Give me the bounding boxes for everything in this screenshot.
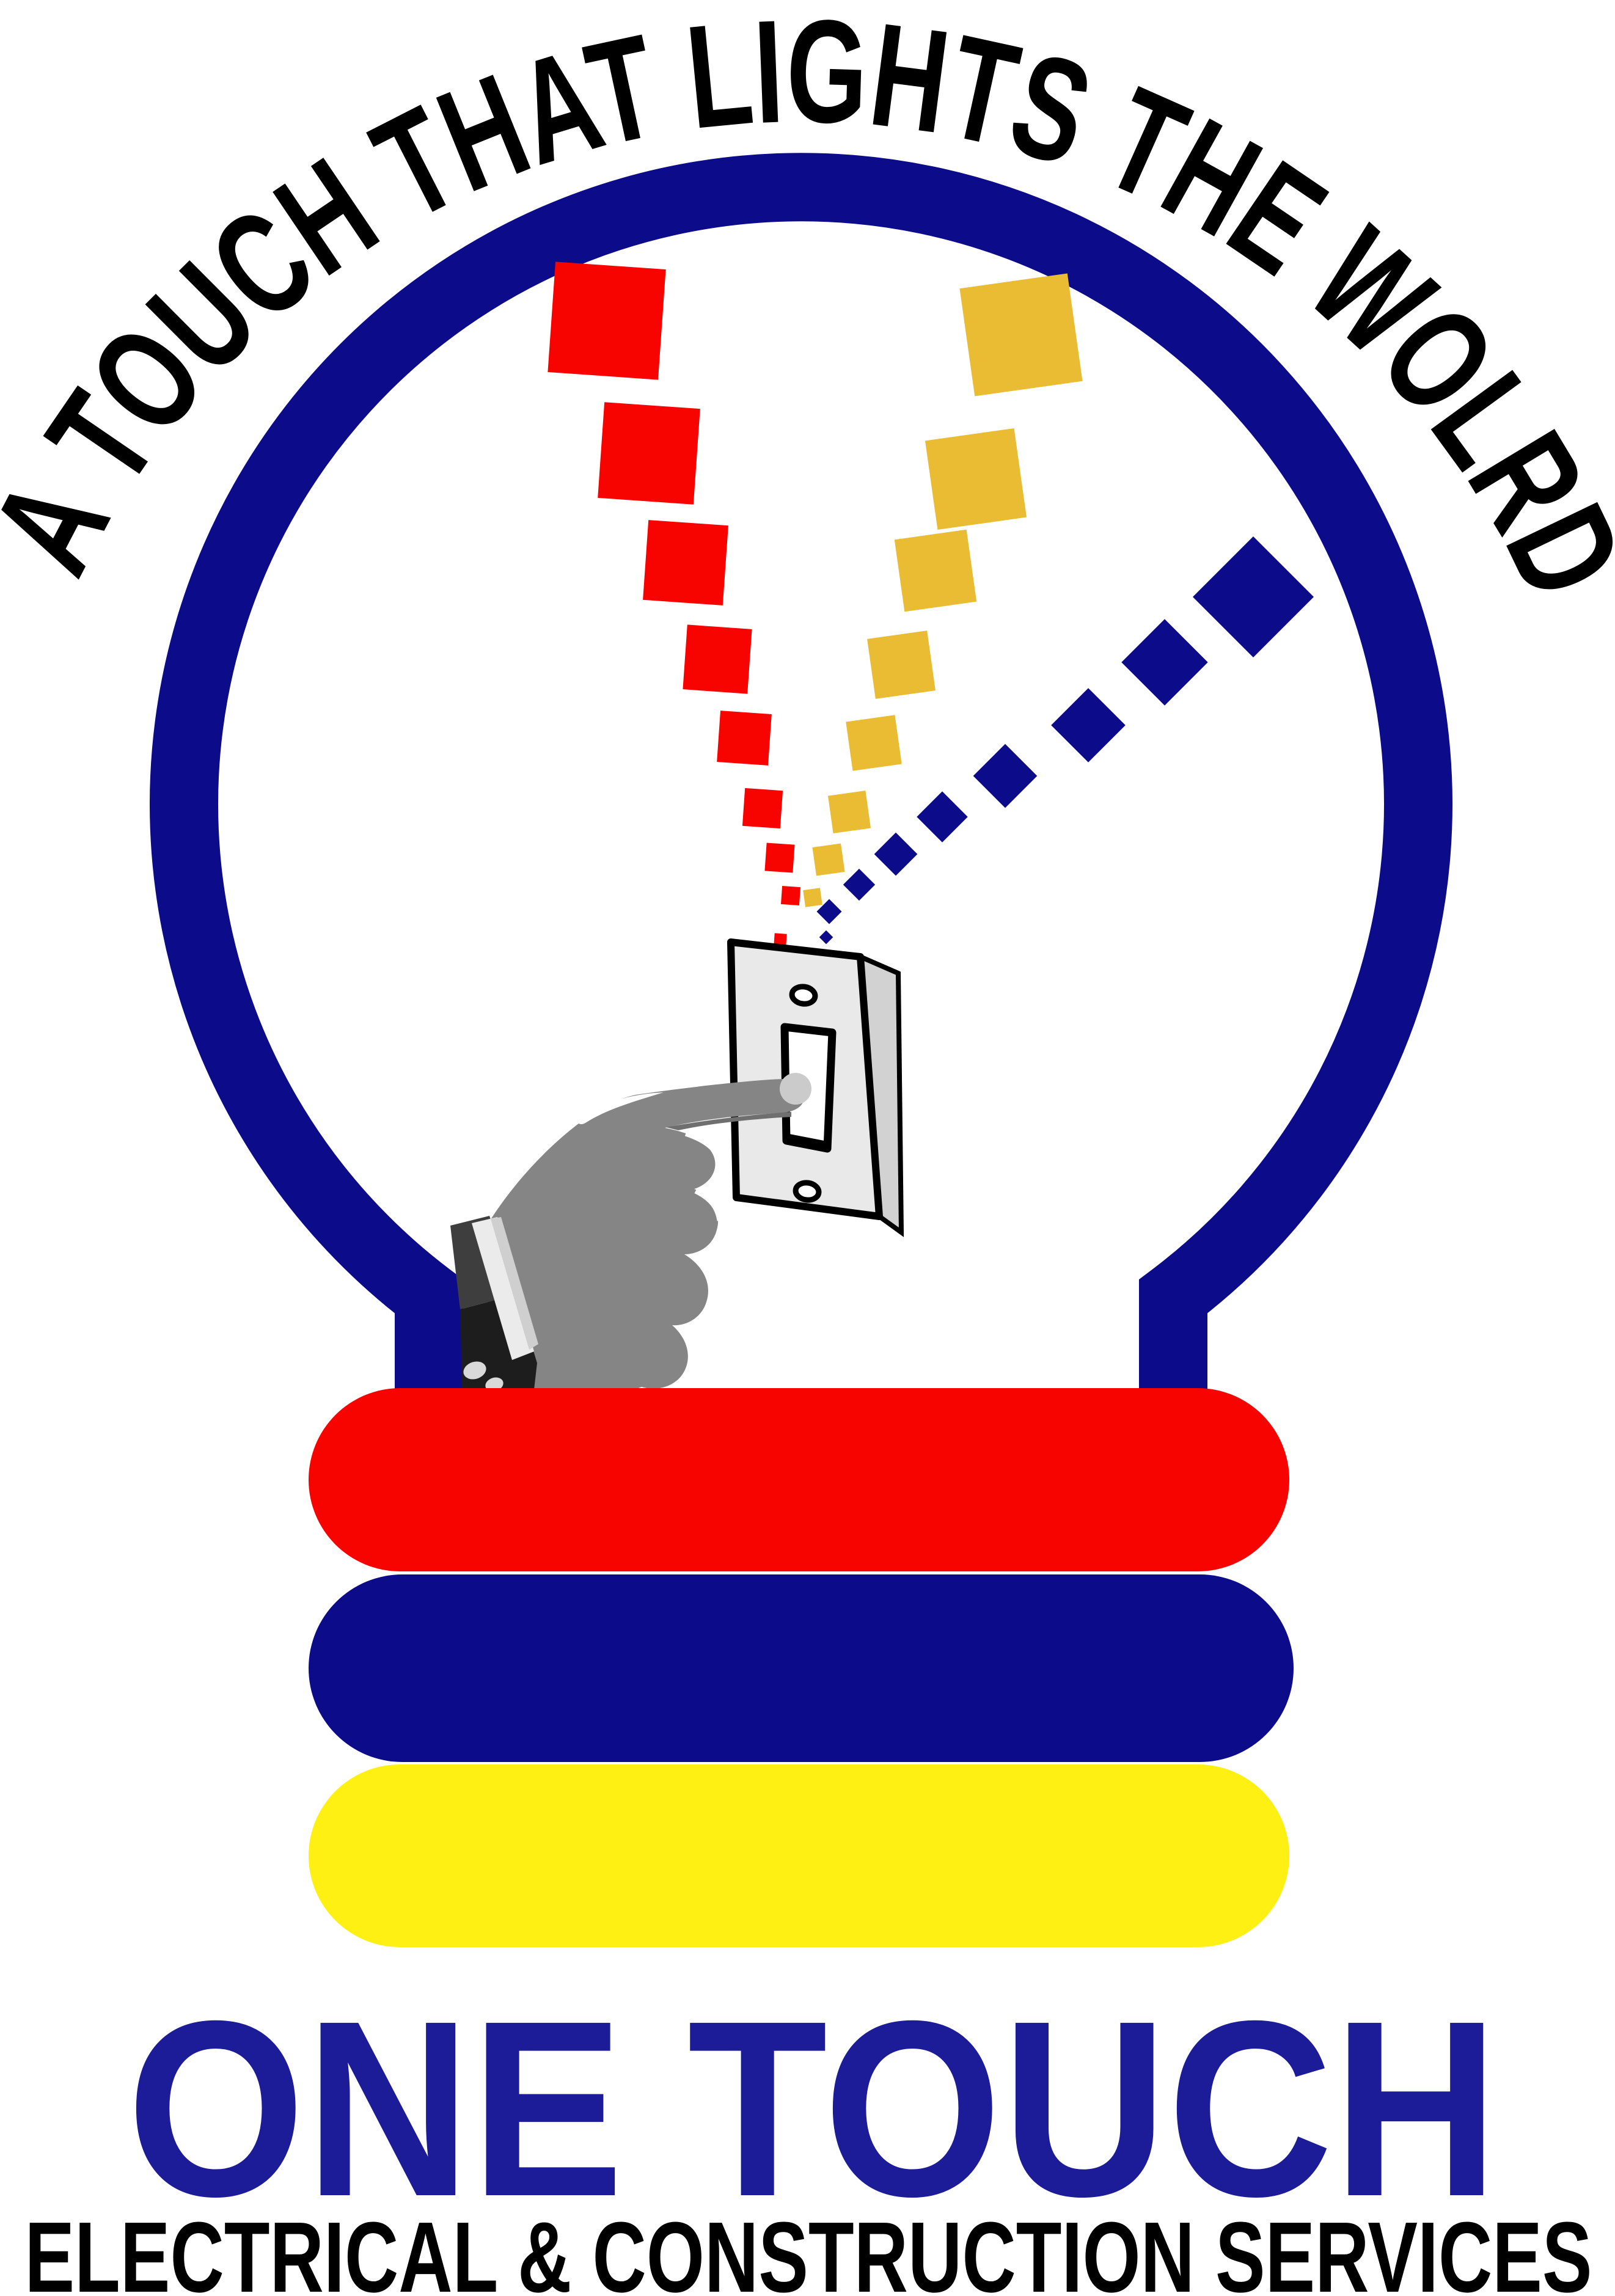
finger-crease-1 (684, 1132, 723, 1166)
hand-pointing-icon (450, 1073, 811, 1405)
trail-square-blue (843, 868, 876, 901)
trail-square-gold (894, 529, 977, 612)
trail-square-blue (917, 791, 968, 843)
trail-square-red (683, 624, 752, 694)
hand-silhouette (488, 1078, 805, 1405)
screw-bottom-icon (793, 1180, 822, 1203)
finger-shade (666, 1112, 791, 1130)
trail-square-blue (816, 899, 842, 924)
trail-square-blue (874, 832, 918, 876)
trail-square-gold (925, 428, 1027, 530)
bulb-base-bar-yellow (309, 1764, 1289, 1947)
trail-square-gold (959, 273, 1083, 397)
trail-square-gold (812, 843, 845, 876)
screw-top-icon (789, 984, 818, 1007)
trail-square-red (780, 885, 801, 906)
finger-crease-2 (694, 1189, 722, 1221)
cuff-stripe-mid (491, 1217, 538, 1350)
trail-square-gold (803, 888, 822, 907)
trail-square-gold (867, 631, 936, 699)
red-squares-trail (547, 261, 801, 946)
trail-square-red (598, 402, 700, 505)
fingertip-pad (780, 1073, 811, 1105)
bulb-base-bar-navy (309, 1574, 1294, 1762)
bulb-base-bars (309, 1388, 1294, 1947)
switch-toggle-shadow (787, 1133, 826, 1147)
sleeve-dot (485, 1377, 504, 1392)
gold-squares-trail (803, 273, 1083, 907)
hand-highlight (574, 1092, 664, 1125)
tagline-text: ELECTRICAL & CONSTRUCTION SERVICES (25, 2201, 1592, 2296)
trail-square-gold (846, 715, 902, 771)
brand-name-text: ONE TOUCH (127, 1969, 1499, 2248)
bulb-outline (150, 153, 1452, 1424)
trail-square-red (643, 520, 728, 605)
sleeve-dot (463, 1361, 486, 1380)
trail-square-blue (819, 930, 833, 945)
cuff-stripe-light (472, 1217, 534, 1360)
trail-square-red (547, 261, 666, 380)
trail-square-blue (973, 744, 1038, 808)
trail-square-red (717, 711, 772, 766)
trail-square-blue (1121, 619, 1208, 706)
trail-square-gold (827, 790, 871, 834)
trail-square-red (742, 788, 783, 829)
trail-square-red (774, 933, 787, 946)
trail-square-red (764, 843, 795, 873)
bulb-base-bar-red (309, 1388, 1289, 1571)
